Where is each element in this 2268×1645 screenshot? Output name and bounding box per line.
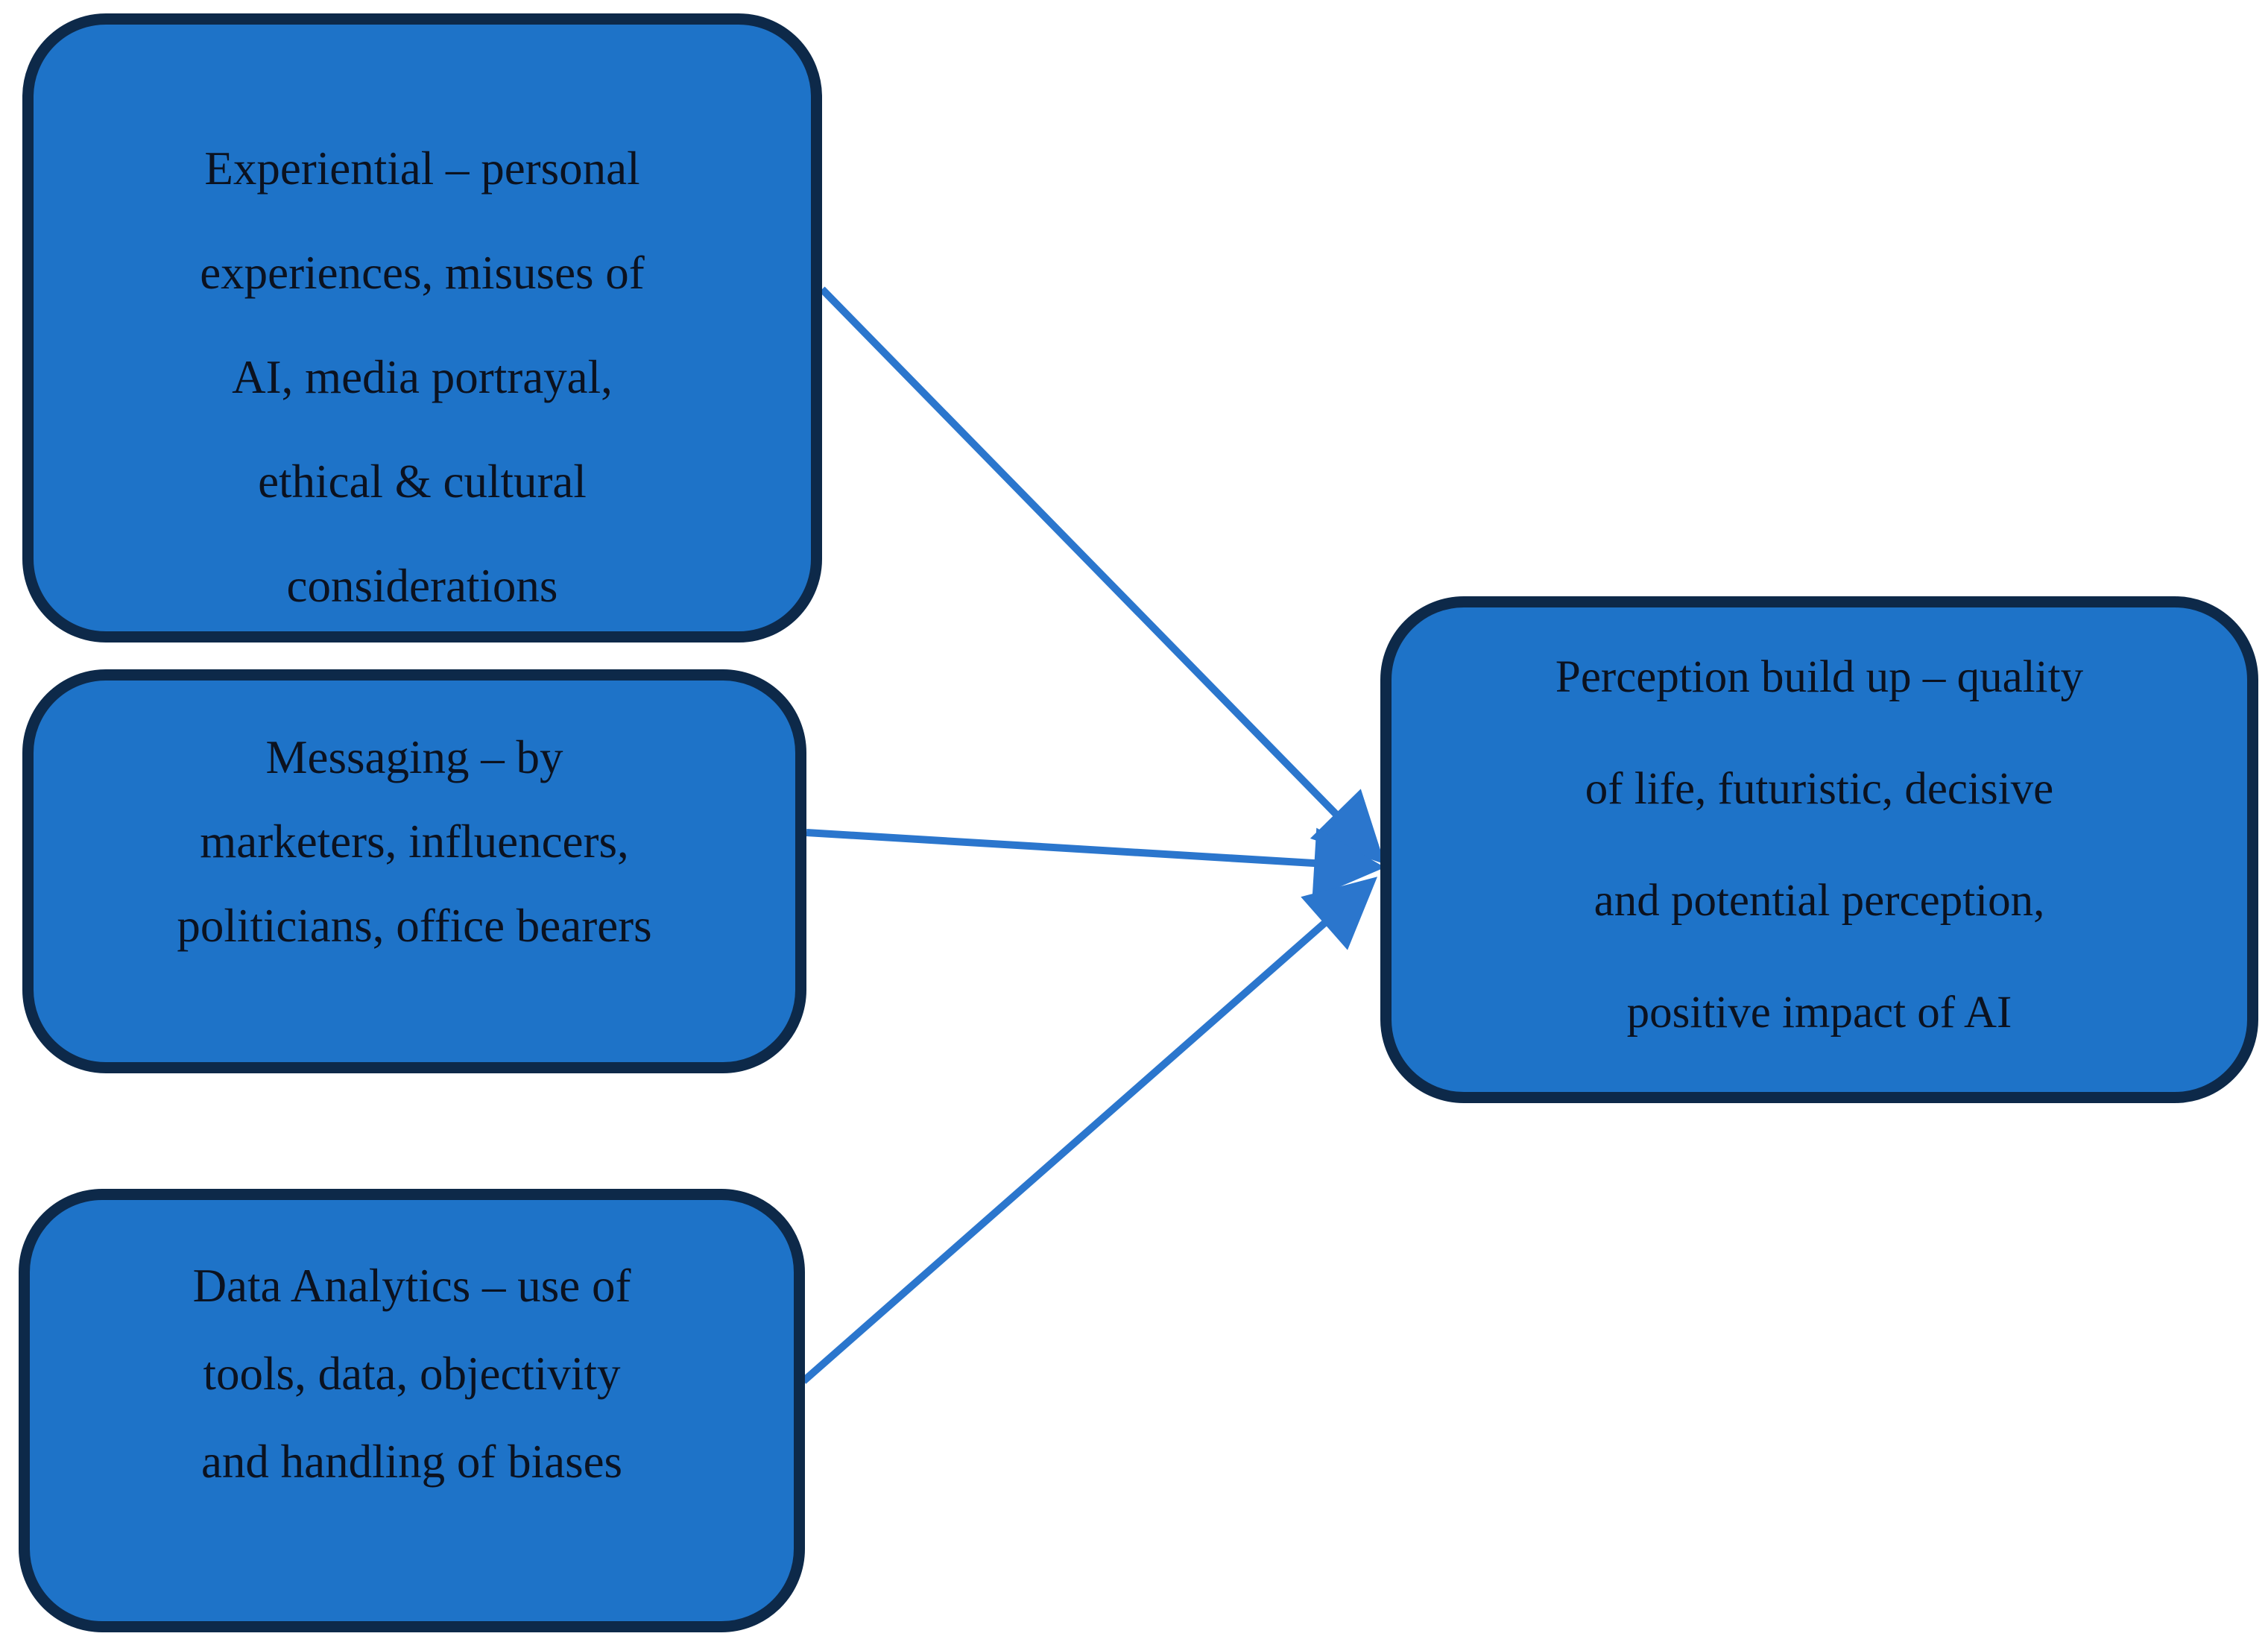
arrow-experiential-to-perception: [819, 286, 1386, 865]
node-perception: Perception build up – quality of life, f…: [1380, 596, 2258, 1103]
node-messaging-text: Messaging – by marketers, influencers, p…: [86, 716, 743, 968]
node-text-line: of life, futuristic, decisive: [1585, 764, 2054, 814]
node-text-line: positive impact of AI: [1626, 988, 2012, 1038]
node-data-analytics: Data Analytics – use of tools, data, obj…: [19, 1189, 805, 1632]
node-text-line: and handling of biases: [200, 1435, 623, 1488]
node-text-line: Data Analytics – use of: [192, 1259, 631, 1312]
node-text-line: politicians, office bearers: [177, 899, 652, 952]
node-experiential: Experiential – personal experiences, mis…: [22, 13, 822, 642]
node-perception-text: Perception build up – quality of life, f…: [1444, 622, 2195, 1069]
node-messaging: Messaging – by marketers, influencers, p…: [22, 669, 806, 1073]
node-experiential-text: Experiential – personal experiences, mis…: [86, 116, 759, 638]
node-text-line: marketers, influencers,: [200, 815, 629, 868]
node-text-line: experiences, misuses of: [200, 247, 645, 299]
arrow-messaging-to-perception: [806, 827, 1386, 899]
node-text-line: Perception build up – quality: [1555, 652, 2084, 702]
arrow-data-analytics-to-perception: [800, 877, 1377, 1384]
node-text-line: ethical & cultural: [258, 455, 587, 508]
node-text-line: and potential perception,: [1593, 876, 2045, 926]
node-text-line: Messaging – by: [265, 730, 563, 783]
node-text-line: considerations: [286, 560, 558, 612]
node-text-line: Experiential – personal: [204, 142, 640, 195]
node-text-line: AI, media portrayal,: [232, 351, 613, 403]
node-data-analytics-text: Data Analytics – use of tools, data, obj…: [82, 1242, 742, 1506]
node-text-line: tools, data, objectivity: [203, 1347, 621, 1400]
